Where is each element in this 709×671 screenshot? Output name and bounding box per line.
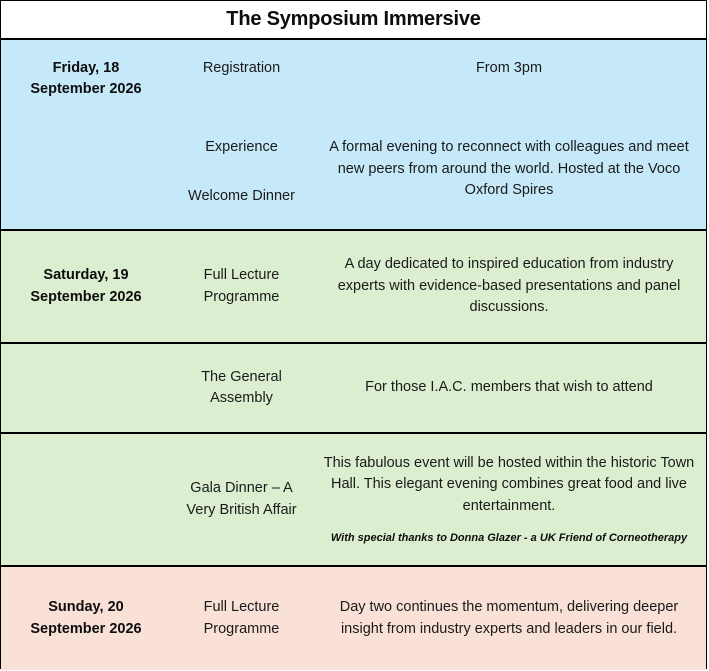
item-label-general-assembly: The General Assembly bbox=[201, 368, 282, 406]
item-cell-sunday: Full Lecture Programme bbox=[171, 567, 312, 670]
date-cell-empty bbox=[1, 434, 171, 565]
item-cell-friday: Registration Experience Welcome Dinner bbox=[171, 40, 312, 229]
date-cell-sunday: Sunday, 20 September 2026 bbox=[1, 567, 171, 670]
description-experience: A formal evening to reconnect with colle… bbox=[329, 139, 689, 199]
table-row-general-assembly: The General Assembly For those I.A.C. me… bbox=[1, 344, 706, 434]
item-label-welcome-dinner: Welcome Dinner bbox=[188, 188, 295, 205]
table-row-friday: Friday, 18 September 2026 Registration E… bbox=[1, 40, 706, 231]
item-cell-gala-dinner: Gala Dinner – A Very British Affair bbox=[171, 434, 312, 565]
table-title-row: The Symposium Immersive bbox=[1, 1, 706, 40]
table-row-gala-dinner: Gala Dinner – A Very British Affair This… bbox=[1, 434, 706, 567]
description-registration: From 3pm bbox=[475, 60, 543, 76]
description-cell-saturday: A day dedicated to inspired education fr… bbox=[312, 231, 706, 342]
description-text: Day two continues the momentum, deliveri… bbox=[339, 599, 679, 637]
description-text: For those I.A.C. members that wish to at… bbox=[365, 379, 653, 396]
item-label-full-lecture-programme: Full Lecture Programme bbox=[203, 599, 280, 637]
description-cell-gala-dinner: This fabulous event will be hosted withi… bbox=[312, 434, 706, 565]
description-cell-general-assembly: For those I.A.C. members that wish to at… bbox=[312, 344, 706, 432]
item-label-full-lecture-programme: Full Lecture Programme bbox=[203, 267, 280, 305]
date-cell-empty bbox=[1, 344, 171, 432]
description-text: A day dedicated to inspired education fr… bbox=[337, 256, 681, 316]
item-label-experience: Experience bbox=[205, 139, 278, 156]
item-cell-general-assembly: The General Assembly bbox=[171, 344, 312, 432]
item-label-gala-dinner: Gala Dinner – A Very British Affair bbox=[186, 480, 297, 518]
table-row-saturday: Saturday, 19 September 2026 Full Lecture… bbox=[1, 231, 706, 344]
item-label-registration: Registration bbox=[202, 60, 281, 76]
date-label: Friday, 18 September 2026 bbox=[30, 60, 142, 98]
description-text: This fabulous event will be hosted withi… bbox=[323, 454, 695, 514]
item-cell-saturday: Full Lecture Programme bbox=[171, 231, 312, 342]
description-cell-sunday: Day two continues the momentum, deliveri… bbox=[312, 567, 706, 670]
date-label: Sunday, 20 September 2026 bbox=[30, 599, 142, 637]
date-cell-saturday: Saturday, 19 September 2026 bbox=[1, 231, 171, 342]
date-label: Saturday, 19 September 2026 bbox=[30, 267, 142, 305]
table-row-sunday: Sunday, 20 September 2026 Full Lecture P… bbox=[1, 567, 706, 670]
special-thanks-note: With special thanks to Donna Glazer - a … bbox=[330, 531, 688, 544]
description-cell-friday: From 3pm A formal evening to reconnect w… bbox=[312, 40, 706, 229]
date-cell-friday: Friday, 18 September 2026 bbox=[1, 40, 171, 229]
page-title: The Symposium Immersive bbox=[226, 8, 481, 30]
